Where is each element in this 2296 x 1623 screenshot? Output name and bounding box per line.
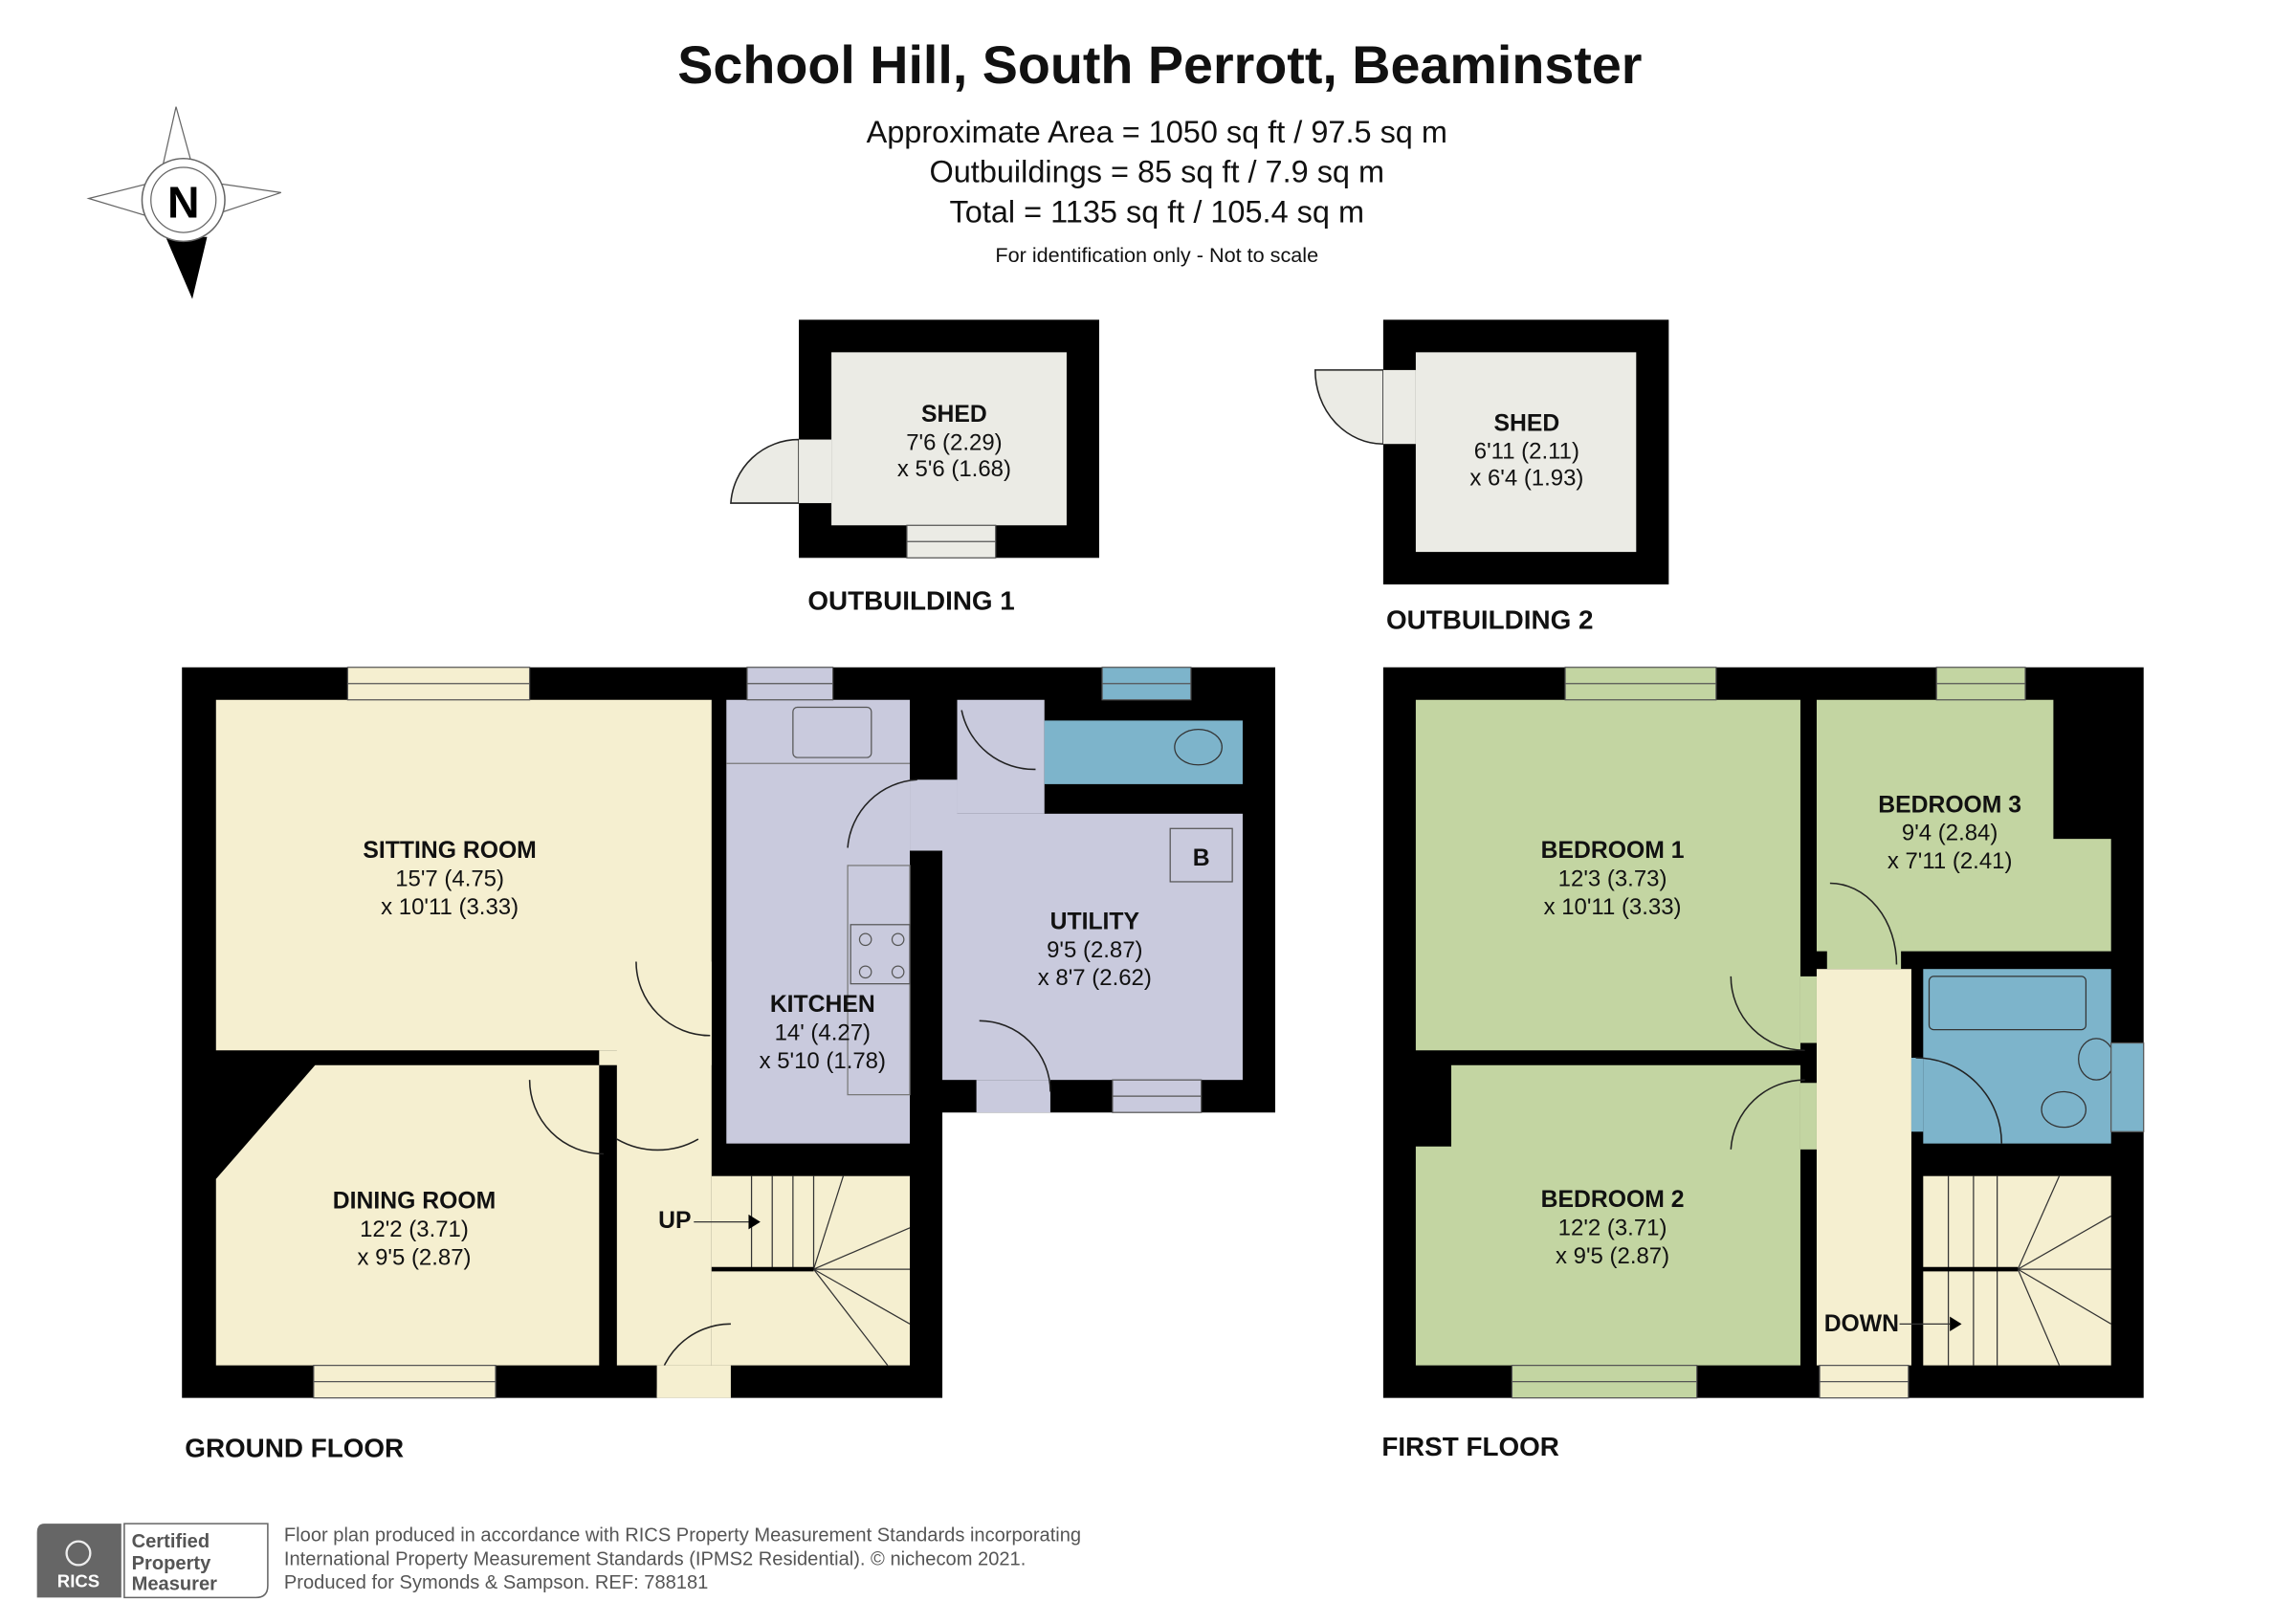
bath-icon [1928, 976, 2087, 1031]
badge-line-1: Certified [132, 1531, 210, 1552]
badge-line-3: Measurer [132, 1574, 218, 1595]
sitting-room-dimension-2: x 10'11 (3.33) [381, 894, 519, 920]
stairs-up-label: UP [658, 1208, 691, 1234]
footer-line-1: Floor plan produced in accordance with R… [284, 1525, 1081, 1546]
sitting-room-dimension: 15'7 (4.75) [395, 866, 504, 892]
outbuilding-2: SHED 6'11 (2.11) x 6'4 (1.93) [1314, 319, 1669, 585]
compass-north-label: N [167, 178, 200, 228]
dining-room [215, 1064, 600, 1366]
shed-2-name: SHED [1494, 410, 1560, 436]
rics-logo-text: RICS [57, 1571, 99, 1591]
hallway [616, 961, 712, 1366]
rics-certified-badge: RICS Certified Property Measurer [36, 1523, 269, 1599]
bedroom-2-dimension-2: x 9'5 (2.87) [1556, 1243, 1669, 1269]
total-area: Total = 1135 sq ft / 105.4 sq m [950, 194, 1364, 229]
outbuilding-1-label: OUTBUILDING 1 [807, 585, 1014, 615]
outbuildings-area: Outbuildings = 85 sq ft / 7.9 sq m [929, 155, 1384, 189]
shed-2-dimension-2: x 6'4 (1.93) [1469, 466, 1583, 492]
sink-icon [792, 706, 872, 758]
toilet-icon [1174, 729, 1223, 766]
bedroom-3-dimension: 9'4 (2.84) [1902, 821, 1998, 846]
outbuilding-1: SHED 7'6 (2.29) x 5'6 (1.68) [730, 319, 1099, 559]
utility-dimension: 9'5 (2.87) [1047, 937, 1142, 963]
bedroom-1-dimension-2: x 10'11 (3.33) [1544, 894, 1682, 920]
boiler-label: B [1193, 845, 1210, 871]
first-floor-plan: DOWN BEDROOM 1 12'3 (3.73) x 10'11 (3.33… [1382, 667, 2145, 1399]
bedroom-1 [1415, 699, 1800, 1051]
dining-room-name: DINING ROOM [333, 1189, 496, 1215]
kitchen [726, 699, 911, 1144]
north-arrow-compass-icon: N [86, 106, 282, 299]
shed-2-dimension: 6'11 (2.11) [1474, 439, 1579, 465]
shed-1-dimension-2: x 5'6 (1.68) [897, 456, 1011, 482]
shed-1-name: SHED [921, 402, 987, 428]
kitchen-dimension: 14' (4.27) [775, 1020, 871, 1045]
footer-line-3: Produced for Symonds & Sampson. REF: 788… [284, 1572, 708, 1593]
scale-note: For identification only - Not to scale [995, 243, 1318, 267]
stairs-down-label: DOWN [1824, 1311, 1899, 1337]
landing [1816, 969, 1911, 1366]
bedroom-2-name: BEDROOM 2 [1541, 1187, 1685, 1213]
utility-name: UTILITY [1050, 909, 1140, 934]
sitting-room-name: SITTING ROOM [363, 838, 536, 864]
bedroom-1-name: BEDROOM 1 [1541, 838, 1685, 864]
bedroom-3-dimension-2: x 7'11 (2.41) [1888, 848, 2013, 874]
shed-1-dimension: 7'6 (2.29) [906, 429, 1002, 455]
page-title: School Hill, South Perrott, Beaminster [677, 35, 1642, 95]
bedroom-3 [1816, 699, 2111, 952]
outbuilding-2-label: OUTBUILDING 2 [1386, 605, 1593, 635]
utility-dimension-2: x 8'7 (2.62) [1038, 965, 1152, 991]
approximate-area: Approximate Area = 1050 sq ft / 97.5 sq … [867, 115, 1447, 149]
first-floor-label: FIRST FLOOR [1381, 1432, 1559, 1461]
wc [1044, 720, 1243, 784]
dining-room-dimension-2: x 9'5 (2.87) [357, 1244, 471, 1270]
footer-line-2: International Property Measurement Stand… [284, 1548, 1026, 1569]
bathroom [1923, 969, 2111, 1144]
rics-lion-icon [65, 1540, 92, 1567]
hob-icon [850, 924, 911, 985]
ground-floor-plan: UP B [182, 667, 1275, 1399]
bedroom-2-dimension: 12'2 (3.71) [1558, 1216, 1667, 1241]
utility-room [942, 813, 1243, 1081]
bedroom-2 [1415, 1064, 1800, 1366]
kitchen-dimension-2: x 5'10 (1.78) [760, 1048, 886, 1074]
bedroom-3-name: BEDROOM 3 [1878, 792, 2021, 818]
badge-line-2: Property [132, 1553, 211, 1574]
toilet-icon [2041, 1090, 2087, 1129]
dining-room-dimension: 12'2 (3.71) [360, 1217, 469, 1242]
kitchen-name: KITCHEN [770, 992, 875, 1018]
bedroom-1-dimension: 12'3 (3.73) [1558, 866, 1667, 892]
boiler-icon [1169, 827, 1233, 883]
ground-floor-label: GROUND FLOOR [185, 1434, 404, 1463]
